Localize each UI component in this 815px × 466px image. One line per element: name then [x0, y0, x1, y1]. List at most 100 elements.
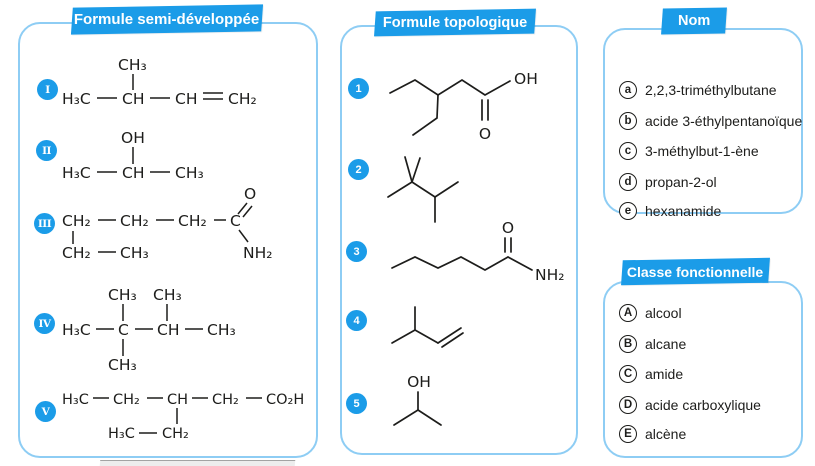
- structure-II-token: CH₃: [175, 164, 204, 182]
- structure-V-token: CH: [167, 392, 188, 408]
- structure-1-oxygen: O: [479, 125, 491, 143]
- panel-names: a 2,2,3-triméthylbutane b acide 3-éthylp…: [603, 28, 803, 220]
- badge-name-c: c: [619, 142, 637, 160]
- structure-3-oxygen: O: [502, 219, 514, 237]
- structure-2-methyl: [387, 181, 413, 198]
- structure-III-amine: NH₂: [243, 244, 272, 262]
- class-item-A: A alcool: [619, 304, 682, 322]
- badge-structure-V: V: [35, 401, 56, 422]
- name-a-label: 2,2,3-triméthylbutane: [645, 82, 777, 98]
- structure-2-methyl: [434, 181, 459, 198]
- structure-III-amide-bond: [238, 229, 249, 243]
- structure-IV-methyl-top: CH₃: [153, 286, 182, 304]
- class-A-label: alcool: [645, 305, 682, 321]
- badge-name-a: a: [619, 81, 637, 99]
- badge-name-a-label: a: [624, 84, 632, 96]
- name-item-c: c 3-méthylbut-1-ène: [619, 142, 759, 160]
- panel-functional-classes: A alcool B alcane C amide D acide carbox…: [603, 281, 803, 458]
- structure-III-semi-formula: CH₂ CH₂ CH₂ C O NH₂ CH₂ CH₃: [62, 185, 272, 262]
- badge-structure-II-label: II: [42, 144, 51, 157]
- panel-topological: [340, 25, 578, 455]
- structure-V-semi-formula: H₃C CH₂ CH CH₂ CO₂H H₃C CH₂: [62, 392, 304, 442]
- structure-V-acid-group: CO₂H: [266, 392, 304, 408]
- structure-1-skeletal: OH O: [389, 70, 538, 143]
- structure-II-semi-formula: OH H₃C CH CH₃: [62, 129, 204, 182]
- name-item-e: e hexanamide: [619, 202, 721, 220]
- structure-II-token: CH: [122, 164, 144, 182]
- structure-4-backbone: [414, 329, 439, 344]
- structure-2-methyl: [411, 157, 421, 183]
- badge-topo-5: 5: [346, 393, 367, 414]
- tab-names: Nom: [661, 7, 727, 35]
- structure-5-methyl: [393, 409, 419, 426]
- badge-name-d: d: [619, 173, 637, 191]
- structure-IV-methyl-bottom: CH₃: [108, 356, 137, 374]
- structure-III-token: CH₂: [178, 212, 207, 230]
- badge-name-e-label: e: [624, 205, 632, 217]
- name-item-a: a 2,2,3-triméthylbutane: [619, 81, 777, 99]
- badge-name-d-label: d: [624, 176, 632, 188]
- structure-III-token: CH₃: [120, 244, 149, 262]
- structure-V-token: H₃C: [108, 426, 135, 442]
- panel-semi-developed: [18, 22, 318, 458]
- badge-structure-III-label: III: [37, 217, 52, 230]
- structure-I-semi-formula: CH₃ H₃C CH CH CH₂: [62, 56, 257, 108]
- structure-V-token: CH₂: [162, 426, 189, 442]
- structure-2-methyl: [404, 156, 413, 183]
- badge-name-e: e: [619, 202, 637, 220]
- structure-5-skeletal: OH: [393, 373, 442, 426]
- badge-name-c-label: c: [624, 145, 632, 157]
- structure-1-hydroxyl: OH: [514, 70, 538, 88]
- tab-names-label: Nom: [677, 13, 711, 29]
- structure-III-token: C: [230, 212, 241, 230]
- badge-topo-1-label: 1: [355, 82, 362, 95]
- structure-2-skeletal: [387, 156, 459, 223]
- badge-class-E-label: E: [624, 428, 632, 440]
- badge-structure-II: II: [36, 140, 57, 161]
- structure-III-double-bond: [237, 202, 248, 215]
- tab-topological: Formule topologique: [374, 8, 536, 37]
- class-E-label: alcène: [645, 426, 687, 442]
- name-d-label: propan-2-ol: [645, 174, 717, 190]
- name-item-b: b acide 3-éthylpentanoïque: [619, 112, 802, 130]
- structure-I-token: CH: [122, 90, 144, 108]
- structure-I-token: H₃C: [62, 90, 91, 108]
- badge-structure-IV: IV: [34, 313, 55, 334]
- structure-V-token: H₃C: [62, 392, 89, 408]
- badge-topo-5-label: 5: [353, 397, 360, 410]
- tab-functional-classes: Classe fonctionnelle: [621, 257, 770, 286]
- tab-semi-developed-label: Formule semi-développée: [74, 11, 260, 28]
- badge-structure-III: III: [34, 213, 55, 234]
- badge-class-D-label: D: [623, 399, 633, 411]
- badge-class-C: C: [619, 365, 637, 383]
- class-item-C: C amide: [619, 365, 683, 383]
- badge-class-C-label: C: [623, 368, 633, 380]
- class-item-B: B alcane: [619, 335, 686, 353]
- structure-2-backbone: [411, 181, 436, 198]
- badge-class-B-label: B: [623, 338, 633, 350]
- structure-I-token: CH₂: [228, 90, 257, 108]
- badge-topo-4-label: 4: [353, 314, 360, 327]
- name-item-d: d propan-2-ol: [619, 173, 717, 191]
- structure-4-double-bond: [437, 327, 462, 344]
- badge-structure-I: I: [37, 79, 58, 100]
- structure-1-chain: [389, 78, 511, 97]
- badge-topo-2-label: 2: [355, 163, 362, 176]
- structure-I-token: CH: [175, 90, 197, 108]
- structure-III-token: CH₂: [120, 212, 149, 230]
- badge-name-b-label: b: [624, 115, 632, 127]
- structure-V-token: CH₂: [113, 392, 140, 408]
- class-C-label: amide: [645, 366, 684, 382]
- structure-IV-methyl-top: CH₃: [108, 286, 137, 304]
- badge-structure-I-label: I: [45, 83, 50, 96]
- badge-name-b: b: [619, 112, 637, 130]
- structure-1-ethyl-branch: [412, 94, 439, 136]
- class-B-label: alcane: [645, 336, 687, 352]
- next-section-tab-cutoff: [99, 460, 296, 466]
- class-D-label: acide carboxylique: [645, 397, 761, 413]
- structure-IV-token: C: [118, 321, 129, 339]
- badge-class-D: D: [619, 396, 637, 414]
- structure-V-token: CH₂: [212, 392, 239, 408]
- structure-II-token: H₃C: [62, 164, 91, 182]
